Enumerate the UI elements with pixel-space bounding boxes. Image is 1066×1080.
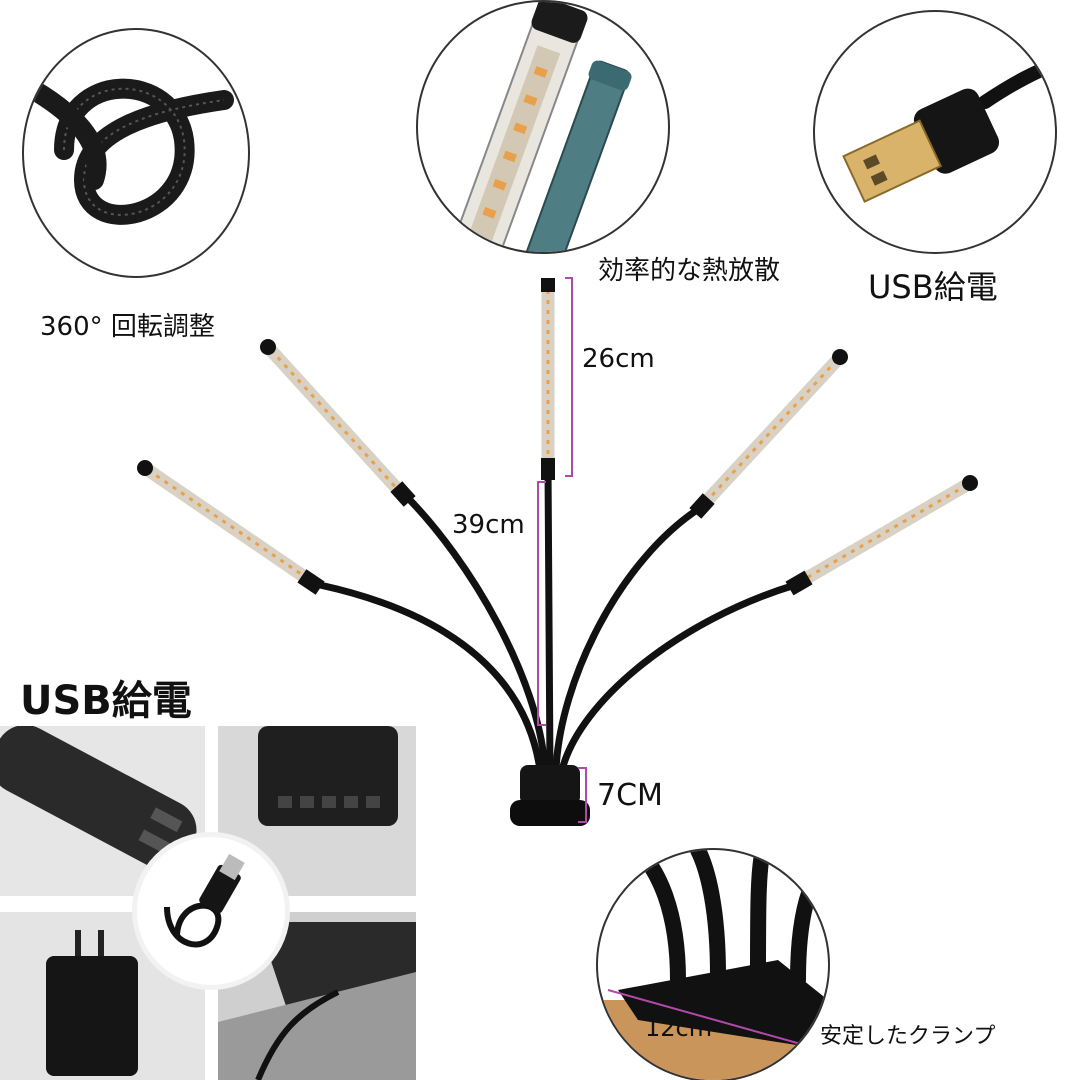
usb-power-heading: USB給電: [20, 678, 192, 724]
led-bar-right: [785, 475, 978, 596]
led-bar-mid-right: [689, 349, 848, 519]
length-26-label: 26cm: [582, 344, 655, 374]
gooseneck-cable-detail: [22, 28, 250, 278]
length-7-label: 7CM: [597, 778, 663, 813]
laptop-photo: [218, 912, 416, 1080]
heat-dissipation-label: 効率的な熱放散: [598, 256, 781, 286]
usb-plug-detail: [813, 10, 1057, 254]
clamp-detail: [596, 848, 830, 1080]
rotation-label: 360° 回転調整: [40, 312, 215, 342]
clamp-label: 安定したクランプ: [820, 1024, 996, 1049]
led-tube-detail: [416, 0, 670, 254]
led-bar-mid-left: [260, 339, 416, 507]
power-strip-photo: [218, 726, 416, 896]
length-39-label: 39cm: [452, 510, 525, 540]
led-bar-center: [541, 278, 555, 480]
led-bar-left: [137, 460, 325, 595]
usb-cable-detail: [132, 832, 290, 990]
usb-power-label: USB給電: [868, 268, 998, 306]
power-bank-photo: [0, 726, 205, 896]
length-12-label: 12cm: [645, 1014, 713, 1042]
